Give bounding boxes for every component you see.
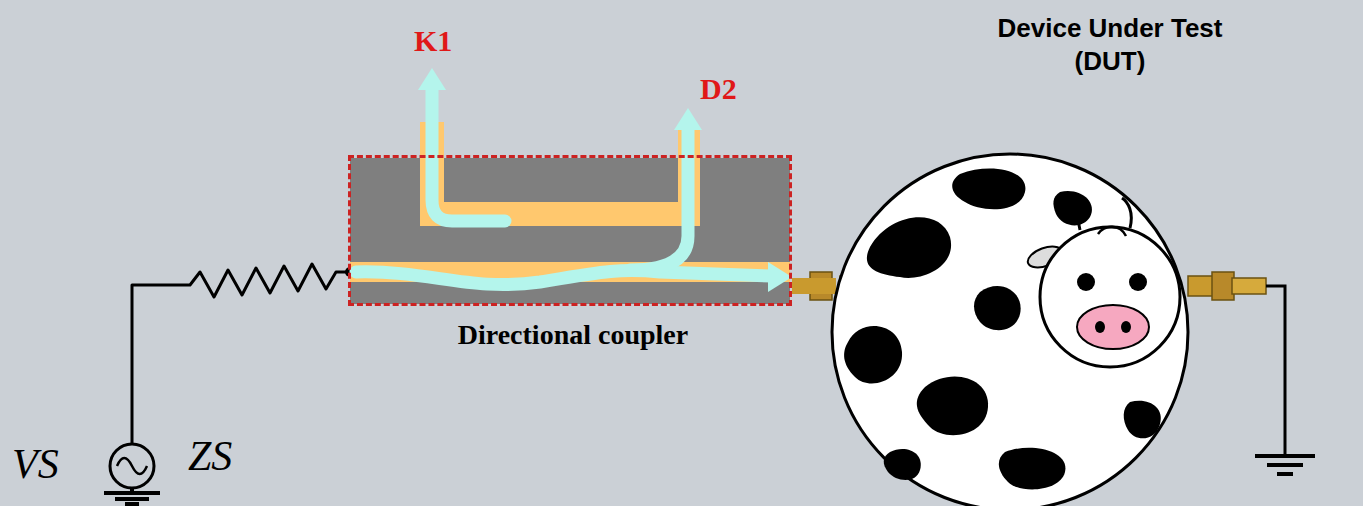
node-heading: Directional coupler xyxy=(458,317,688,352)
signal-arrows xyxy=(356,88,772,285)
directional-coupler: Directional coupler xyxy=(348,155,792,306)
ground-symbol xyxy=(1255,456,1315,474)
source-wire xyxy=(132,264,350,444)
cow-spot xyxy=(917,377,988,436)
cow-spot xyxy=(974,286,1021,330)
cow-spot xyxy=(1053,191,1092,225)
cow-spot xyxy=(884,449,921,480)
port-label: D2 xyxy=(700,72,737,106)
coax-connector xyxy=(792,278,836,294)
cow-spot xyxy=(1124,401,1161,439)
cow-illustration xyxy=(830,152,1190,506)
port-label: K1 xyxy=(414,24,452,58)
arrow-heads xyxy=(418,68,792,292)
cow-head xyxy=(1025,198,1180,367)
cow-spot xyxy=(952,168,1025,209)
source-voltage-label: VS xyxy=(12,440,59,488)
voltage-source xyxy=(110,444,154,488)
dut-output-connector xyxy=(1188,272,1266,300)
ground-wire xyxy=(1266,286,1285,456)
source-impedance-label: ZS xyxy=(188,432,232,480)
node-heading: Device Under Test (DUT) xyxy=(985,12,1235,77)
ground-symbol xyxy=(104,488,160,504)
cow-spot xyxy=(867,217,951,278)
cow-spot xyxy=(844,326,902,384)
coupler-substrate xyxy=(350,158,790,304)
device-under-test: Device Under Test (DUT) xyxy=(830,152,1190,506)
cow-spot xyxy=(999,448,1066,490)
